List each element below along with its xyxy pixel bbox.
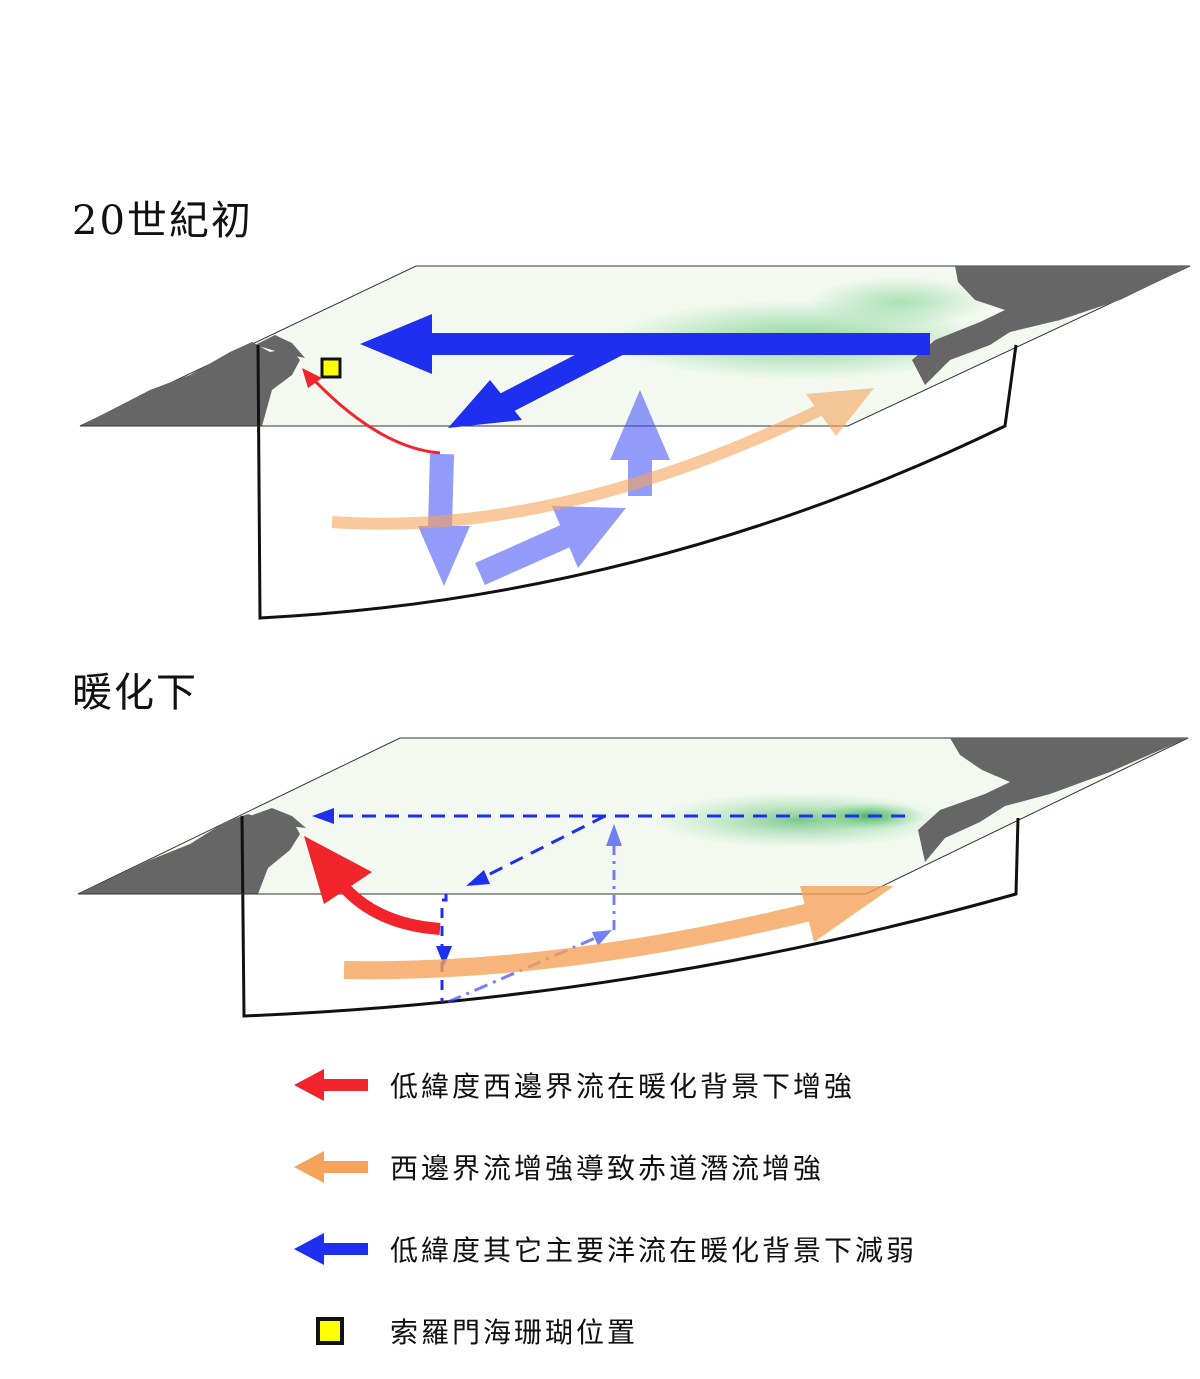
top-panel-diagram	[79, 265, 1191, 620]
legend-item-coral: 索羅門海珊瑚位置	[280, 1309, 638, 1353]
warm-water-region	[810, 277, 990, 327]
new-guinea-landmass	[250, 808, 306, 828]
legend-label: 低緯度西邊界流在暖化背景下增強	[390, 1070, 856, 1103]
blue-arrow-icon	[280, 1227, 380, 1271]
legend-label: 西邊界流增強導致赤道潛流增強	[390, 1152, 825, 1185]
red-western-boundary-current-strengthened	[304, 836, 441, 935]
legend-item-blue: 低緯度其它主要洋流在暖化背景下減弱	[280, 1227, 917, 1271]
legend-label: 索羅門海珊瑚位置	[390, 1316, 639, 1349]
blue-downwelling-weakened	[436, 894, 452, 1002]
americas-landmass	[912, 266, 1190, 385]
bottom-panel-diagram	[77, 737, 1189, 1018]
australia-landmass	[80, 342, 300, 426]
blue-surface-current-weakened	[312, 808, 905, 824]
blue-return-flow-weakened	[447, 930, 612, 1004]
new-guinea-landmass	[255, 335, 305, 358]
blue-return-flow	[475, 506, 626, 585]
blue-diverging-current-weakened	[466, 814, 606, 886]
red-western-boundary-current	[302, 368, 441, 455]
orange-arrow-icon	[280, 1145, 380, 1189]
blue-diverging-current	[448, 334, 626, 428]
legend-item-orange: 西邊界流增強導致赤道潛流增強	[280, 1145, 824, 1189]
orange-undercurrent-strengthened	[343, 886, 894, 980]
red-arrow-icon	[280, 1063, 380, 1107]
coral-site-marker	[320, 357, 342, 379]
bottom-panel-title: 暖化下	[72, 670, 198, 716]
blue-upwelling-weakened	[606, 824, 622, 930]
americas-landmass	[918, 738, 1188, 862]
legend-item-red: 低緯度西邊界流在暖化背景下增強	[280, 1063, 855, 1107]
orange-undercurrent	[331, 388, 874, 530]
blue-upwelling	[610, 390, 670, 496]
yellow-square-icon	[280, 1309, 380, 1353]
top-panel-title: 20世紀初	[72, 198, 253, 244]
subsurface-section	[240, 815, 1020, 1018]
subsurface-section	[256, 344, 1018, 620]
australia-landmass	[78, 814, 300, 894]
legend-label: 低緯度其它主要洋流在暖化背景下減弱	[390, 1234, 918, 1267]
blue-surface-current	[360, 314, 930, 374]
